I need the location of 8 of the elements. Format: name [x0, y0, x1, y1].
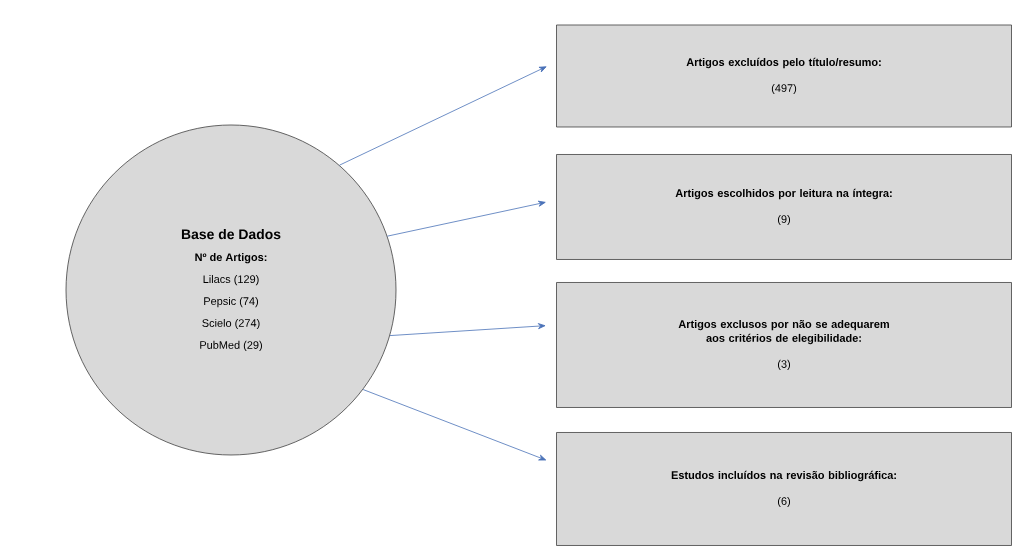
process-box: Estudos incluídos na revisão bibliográfica: (6) [556, 432, 1012, 546]
process-box: Artigos escolhidos por leitura na íntegra: (9) [556, 154, 1012, 260]
arrow [362, 389, 547, 461]
process-box: Artigos exclusos por não se adequarem aos critérios de elegibilidade: (3) [556, 282, 1012, 408]
arrow [339, 66, 547, 166]
arrow [389, 323, 546, 336]
arrow [387, 200, 546, 237]
process-box: Artigos excluídos pelo título/resumo: (497) [556, 24, 1012, 128]
